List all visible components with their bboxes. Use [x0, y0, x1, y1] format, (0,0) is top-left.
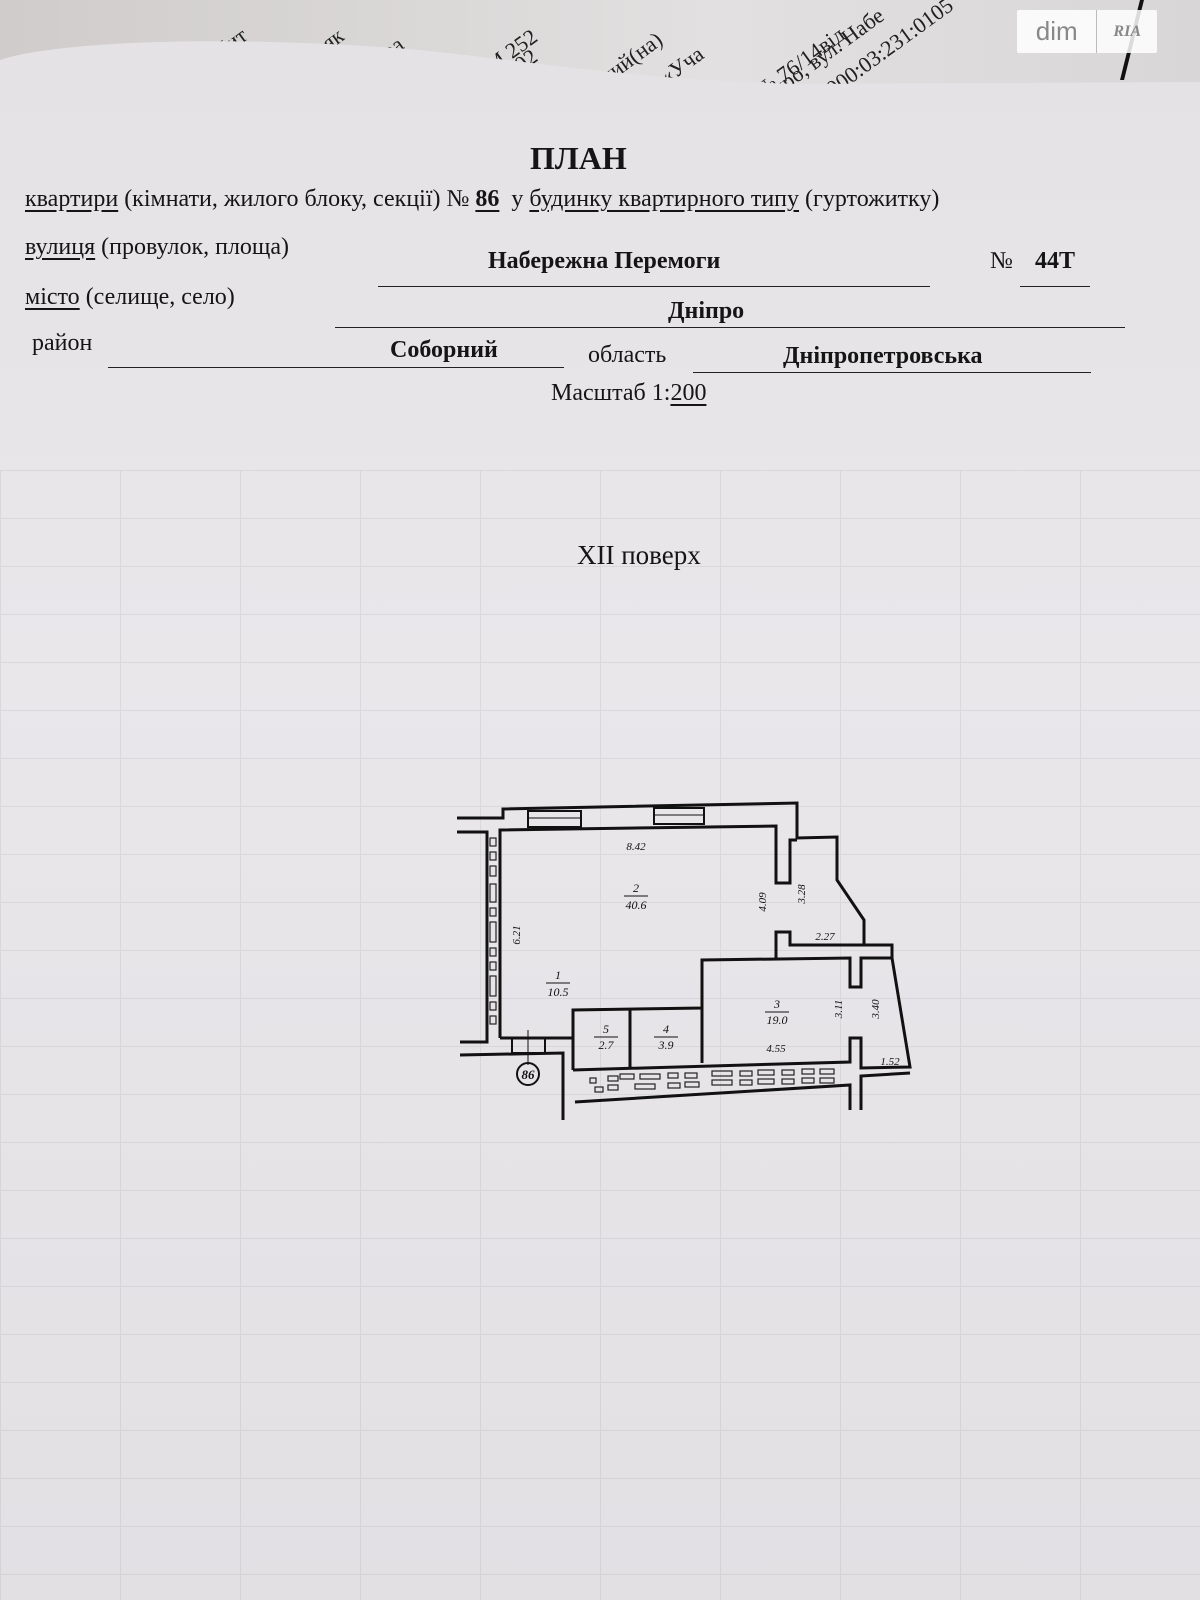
street-label-sub: (провулок, площа) — [101, 234, 290, 260]
room-5-number: 5 — [603, 1022, 609, 1036]
city-underline — [335, 327, 1125, 328]
dim-4-55: 4.55 — [766, 1043, 786, 1055]
street-label: вулиця (провулок, площа) — [25, 234, 289, 261]
city-value: Дніпро — [668, 298, 745, 324]
building-type: будинку квартирного типу — [529, 186, 800, 212]
street-label-main: вулиця — [25, 234, 96, 260]
apartment-number: 86 — [475, 186, 500, 212]
dim-1-52: 1.52 — [880, 1056, 900, 1068]
dim-3-11: 3.11 — [833, 1000, 845, 1019]
district-label: район — [32, 330, 93, 356]
room-3-number: 3 — [773, 997, 780, 1011]
region-underline — [693, 372, 1091, 373]
plan-page: ПЛАН квартири (кімнати, жилого блоку, се… — [0, 40, 1200, 1600]
floor-plan: 2 40.6 1 10.5 3 19.0 4 3.9 5 2.7 8.42 6.… — [440, 780, 920, 1120]
dim-2-27: 2.27 — [815, 931, 835, 943]
apartment-marker-number: 86 — [522, 1067, 536, 1082]
room-2-number: 2 — [633, 881, 639, 895]
document-title: ПЛАН — [530, 140, 627, 176]
house-no-underline — [1020, 286, 1090, 287]
apartment-word: квартири — [25, 186, 119, 212]
region-label: область — [588, 342, 667, 368]
apartment-marker: 86 — [517, 1063, 539, 1085]
scale-label: Масштаб 1: — [551, 380, 671, 406]
street-underline — [378, 286, 930, 287]
dim-3-28: 3.28 — [796, 884, 808, 905]
dimension-labels: 8.42 6.21 4.09 3.28 2.27 3.11 3.40 4.55 … — [511, 841, 900, 1068]
city-label: місто (селище, село) — [25, 284, 235, 311]
apartment-in: у — [511, 186, 524, 212]
city-label-main: місто — [25, 284, 80, 310]
room-3-area: 19.0 — [767, 1013, 788, 1027]
watermark-right: RIA — [1113, 22, 1141, 40]
street-value: Набережна Перемоги — [488, 248, 721, 274]
room-5-area: 2.7 — [599, 1038, 615, 1052]
city-label-sub: (селище, село) — [85, 284, 235, 310]
room-1-number: 1 — [555, 968, 561, 982]
watermark-logo: dim RIA — [1017, 10, 1157, 53]
house-no-value: 44Т — [1035, 248, 1076, 274]
dim-8-42: 8.42 — [626, 841, 646, 853]
walls — [457, 803, 910, 1120]
ventilation-ducts — [490, 838, 834, 1092]
house-no-label: № — [990, 248, 1013, 274]
room-1-area: 10.5 — [548, 985, 569, 999]
dim-3-40: 3.40 — [870, 999, 882, 1020]
scale: Масштаб 1:200 — [551, 380, 706, 407]
dim-6-21: 6.21 — [511, 925, 523, 944]
floor-label: XII поверх — [577, 540, 701, 570]
district-underline — [108, 367, 564, 368]
room-4-area: 3.9 — [658, 1038, 674, 1052]
room-2-area: 40.6 — [626, 898, 647, 912]
region-value: Дніпропетровська — [783, 343, 983, 369]
room-labels: 2 40.6 1 10.5 3 19.0 4 3.9 5 2.7 — [546, 881, 789, 1052]
show-through-table — [0, 470, 1200, 1600]
dim-4-09: 4.09 — [757, 892, 769, 912]
building-type-alt: (гуртожитку) — [805, 186, 940, 212]
district-value: Соборний — [390, 337, 498, 363]
apartment-line: квартири (кімнати, жилого блоку, секції)… — [25, 186, 939, 213]
scale-value: 200 — [670, 380, 707, 406]
watermark-left: dim — [1017, 10, 1098, 53]
room-4-number: 4 — [663, 1022, 669, 1036]
apartment-subtitle: (кімнати, жилого блоку, секції) № — [124, 186, 470, 212]
